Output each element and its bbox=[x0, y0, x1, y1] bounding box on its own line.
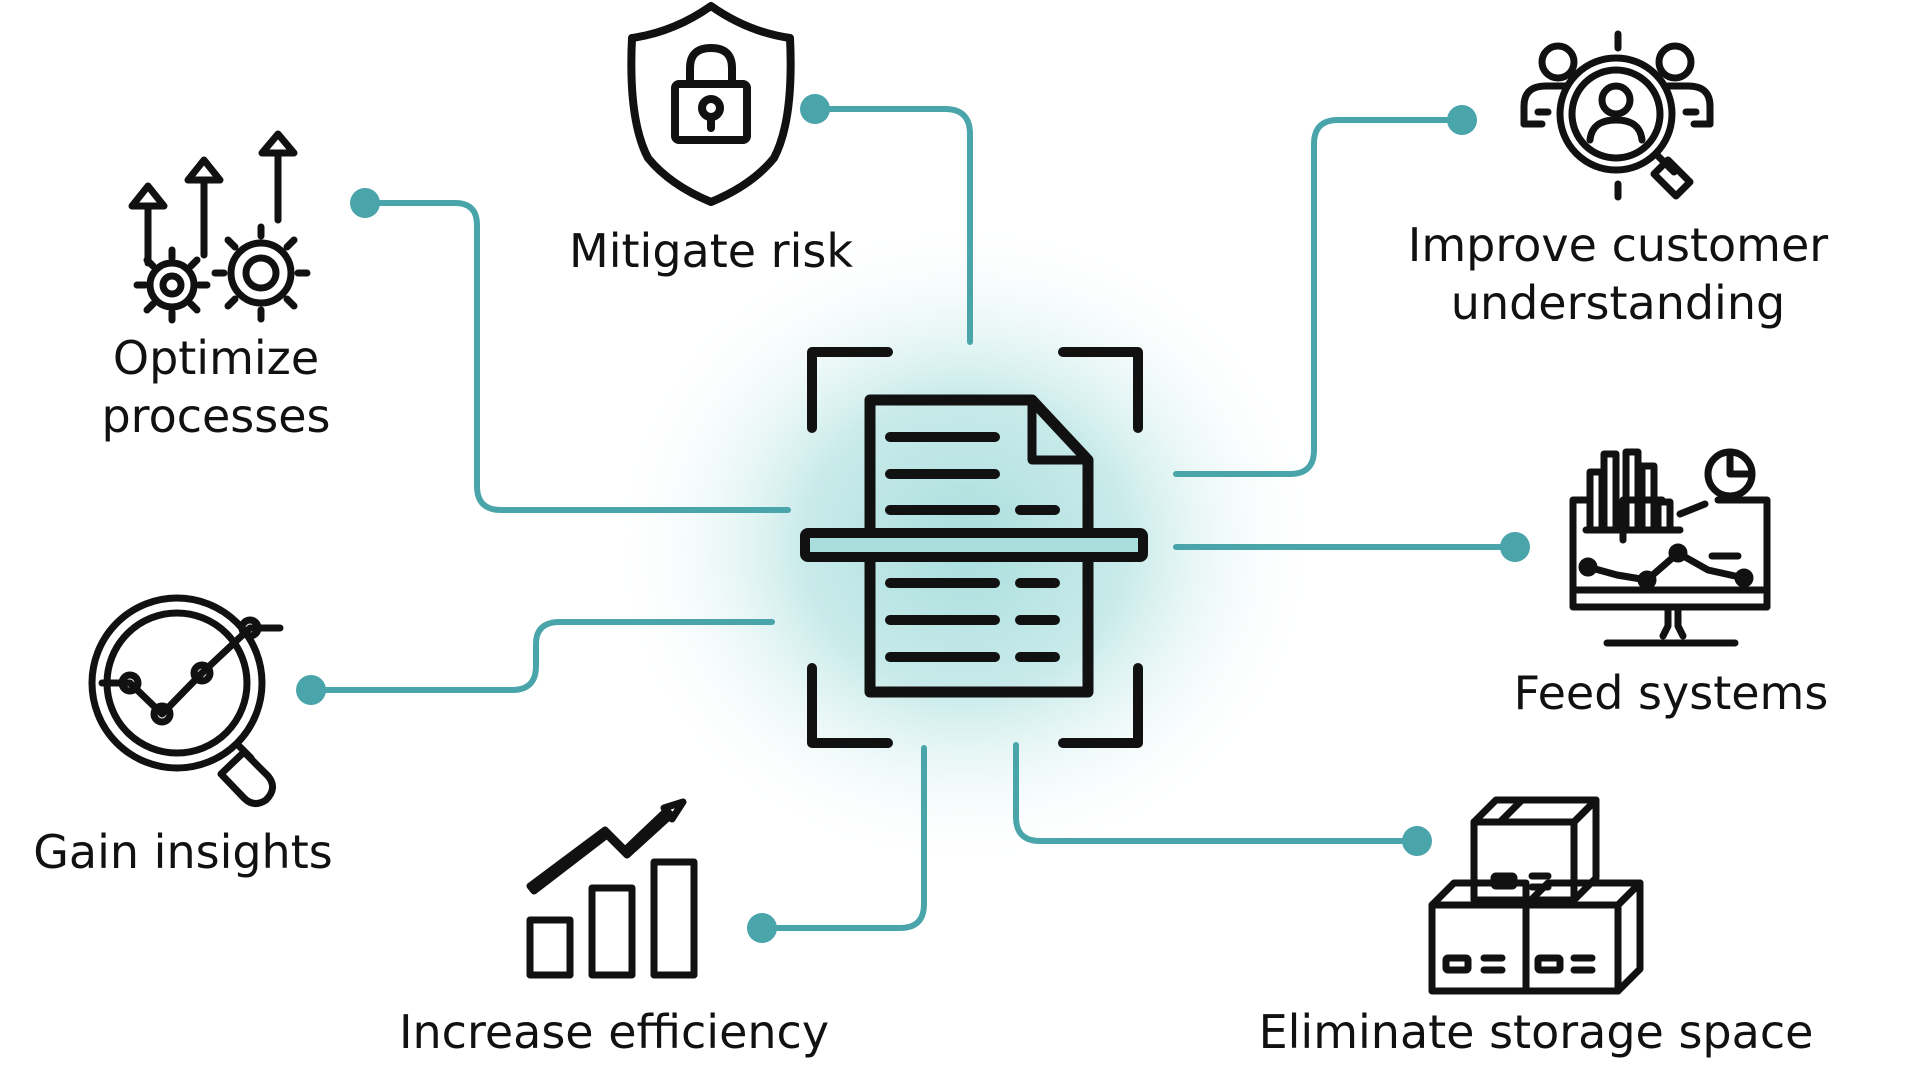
connector-eliminate-storage-space bbox=[1013, 742, 1420, 844]
gears-arrows-icon bbox=[128, 130, 311, 324]
label-mitigate-risk: Mitigate risk bbox=[569, 224, 853, 278]
label-eliminate-storage-space: Eliminate storage space bbox=[1259, 1005, 1814, 1059]
shield-lock-icon bbox=[627, 2, 795, 206]
label-feed-systems: Feed systems bbox=[1514, 666, 1829, 720]
labels: Mitigate risk Optimize processes Improve… bbox=[33, 218, 1828, 1059]
connector-dot-optimize-processes bbox=[350, 188, 380, 218]
magnifier-chart-icon bbox=[88, 594, 284, 807]
document-scan-icon bbox=[807, 347, 1143, 748]
monitor-analytics-icon bbox=[1569, 448, 1771, 647]
connector-dot-eliminate-storage-space bbox=[1402, 826, 1432, 856]
label-improve-customer-understanding-line2: understanding bbox=[1451, 276, 1785, 330]
connectors bbox=[308, 106, 1518, 931]
connector-gain-insights bbox=[308, 619, 775, 693]
label-improve-customer-understanding-line1: Improve customer bbox=[1408, 218, 1828, 272]
connector-dot-improve-customer-understanding bbox=[1447, 105, 1477, 135]
label-optimize-processes-line2: processes bbox=[101, 389, 330, 443]
label-optimize-processes-line1: Optimize bbox=[113, 331, 319, 385]
connector-improve-customer-understanding bbox=[1173, 117, 1465, 477]
stacked-boxes-icon bbox=[1428, 796, 1644, 995]
growth-bars-icon bbox=[526, 798, 698, 979]
scan-bar bbox=[800, 528, 1148, 562]
connector-optimize-processes bbox=[362, 200, 791, 513]
connector-dot-feed-systems bbox=[1500, 532, 1530, 562]
connector-mitigate-risk bbox=[812, 106, 973, 345]
connector-dots bbox=[296, 94, 1530, 943]
connector-dot-increase-efficiency bbox=[747, 913, 777, 943]
connector-dot-gain-insights bbox=[296, 675, 326, 705]
connector-increase-efficiency bbox=[759, 745, 927, 931]
connector-dot-mitigate-risk bbox=[800, 94, 830, 124]
label-gain-insights: Gain insights bbox=[33, 825, 332, 879]
users-magnifier-icon bbox=[1520, 30, 1714, 201]
label-increase-efficiency: Increase efficiency bbox=[399, 1005, 829, 1059]
